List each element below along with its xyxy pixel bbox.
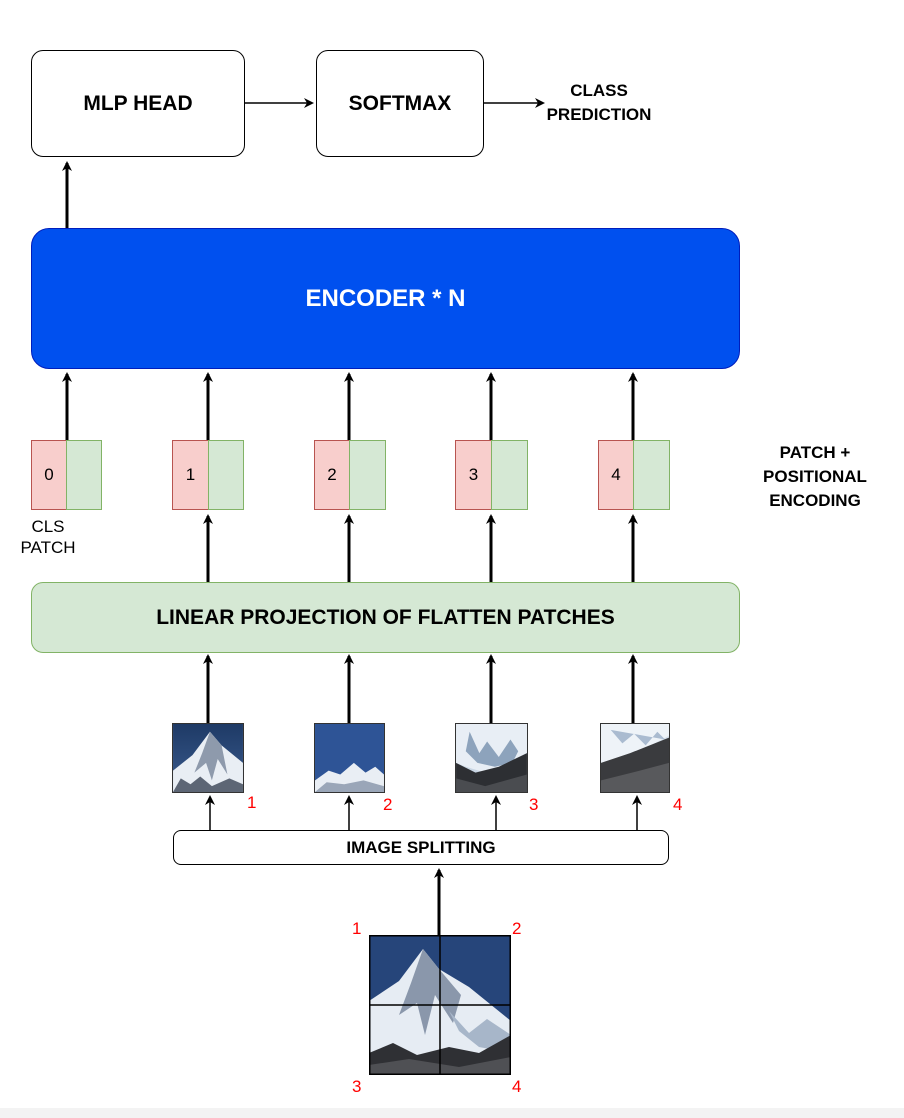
linear-projection-block: LINEAR PROJECTION OF FLATTEN PATCHES: [31, 582, 740, 653]
mlp-head-label: MLP HEAD: [83, 91, 193, 115]
linear-projection-label: LINEAR PROJECTION OF FLATTEN PATCHES: [156, 605, 615, 629]
input-corner-4: 4: [512, 1077, 522, 1096]
cls-patch-embedding: 0: [31, 440, 67, 510]
patch-positional-encoding-label: PATCH + POSITIONAL ENCODING: [763, 443, 867, 510]
softmax-label: SOFTMAX: [348, 91, 452, 115]
input-image: [369, 935, 511, 1075]
patch-image-3: [455, 723, 528, 793]
patch-number-1: 1: [247, 793, 257, 812]
class-prediction-label: CLASS PREDICTION: [546, 81, 652, 124]
patch-embedding-2: 2: [314, 440, 350, 510]
patch-image-2: [314, 723, 385, 793]
input-corner-3: 3: [352, 1077, 362, 1096]
patch-embedding-4: 4: [598, 440, 634, 510]
patch-image-4: [600, 723, 670, 793]
position-embedding-3: [491, 440, 528, 510]
position-embedding-4: [633, 440, 670, 510]
cls-patch-label: CLS PATCH: [20, 517, 76, 557]
softmax-box: SOFTMAX: [316, 50, 484, 157]
encoder-label: ENCODER * N: [305, 284, 466, 312]
input-corner-2: 2: [512, 919, 522, 938]
image-splitting-box: IMAGE SPLITTING: [173, 830, 669, 865]
position-embedding-2: [349, 440, 386, 510]
patch-number-2: 2: [383, 795, 393, 814]
position-embedding-1: [208, 440, 244, 510]
input-corner-1: 1: [352, 919, 362, 938]
footer-strip: [0, 1108, 904, 1118]
encoder-block: ENCODER * N: [31, 228, 740, 369]
patch-image-1: [172, 723, 244, 793]
image-splitting-label: IMAGE SPLITTING: [346, 837, 496, 857]
cls-position-embedding: [66, 440, 102, 510]
mlp-head-box: MLP HEAD: [31, 50, 245, 157]
patch-embedding-3: 3: [455, 440, 492, 510]
patch-embedding-1: 1: [172, 440, 209, 510]
patch-number-3: 3: [529, 795, 539, 814]
patch-number-4: 4: [673, 795, 683, 814]
